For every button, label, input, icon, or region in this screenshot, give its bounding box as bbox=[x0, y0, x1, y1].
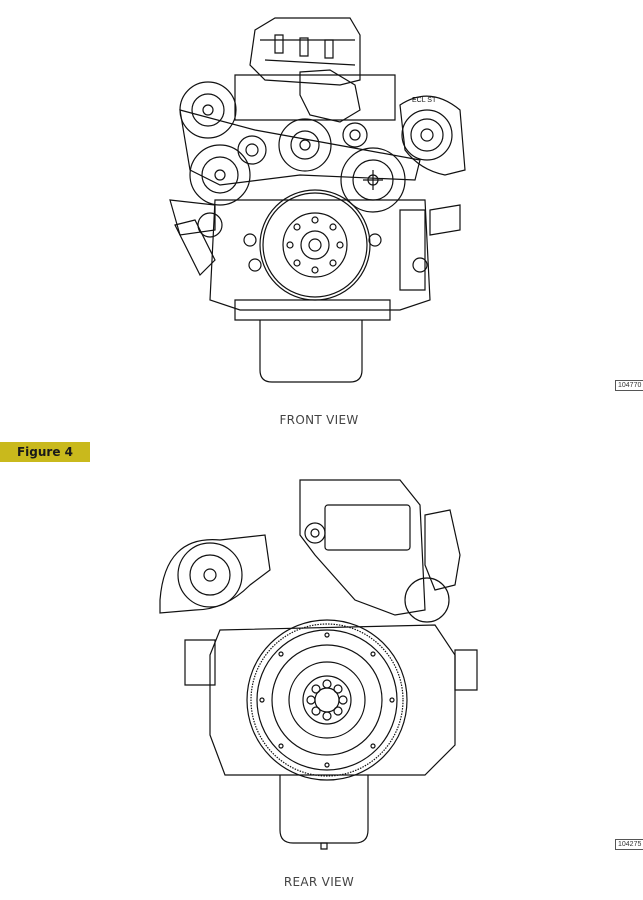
figure-label: Figure 4 bbox=[0, 442, 90, 462]
front-view-engine-drawing: ECL ST bbox=[160, 10, 480, 390]
front-view-caption: FRONT VIEW bbox=[279, 413, 359, 427]
rear-view-engine-drawing bbox=[155, 475, 490, 855]
rear-part-number: 104275 bbox=[615, 839, 643, 850]
turbo-marking: ECL ST bbox=[412, 97, 437, 104]
rear-view-caption: REAR VIEW bbox=[283, 875, 355, 889]
front-part-number: 104770 bbox=[615, 380, 643, 391]
